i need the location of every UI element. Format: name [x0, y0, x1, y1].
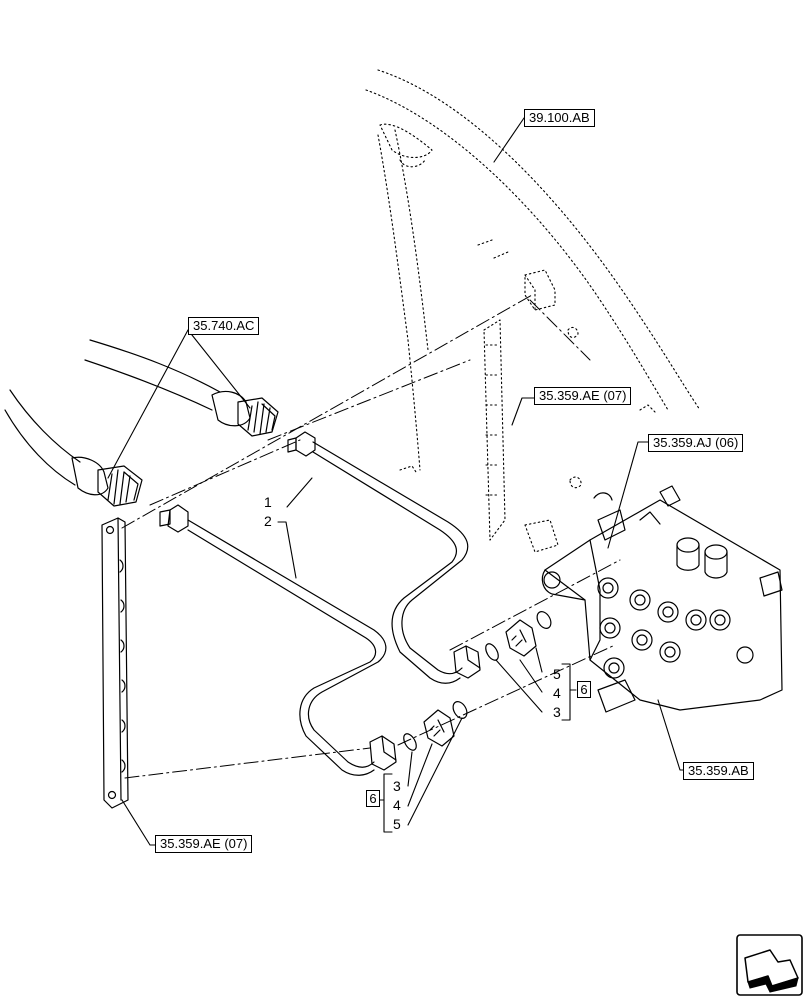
- ref-label-35-740-ac[interactable]: 35.740.AC: [188, 317, 260, 335]
- part-number-4-right: 4: [553, 685, 561, 701]
- leader-lines: [107, 117, 691, 846]
- next-page-arrow-icon[interactable]: [736, 934, 803, 996]
- ref-label-35-359-ab[interactable]: 35.359.AB: [683, 762, 754, 780]
- ref-label-35-359-ae-right[interactable]: 35.359.AE (07): [534, 387, 632, 405]
- cab-frame: [365, 69, 701, 489]
- control-valve: [541, 485, 783, 713]
- ref-label-35-359-aj[interactable]: 35.359.AJ (06): [648, 434, 744, 452]
- part-number-5-left: 5: [393, 816, 401, 832]
- right-bracket: [483, 319, 559, 553]
- part-number-5-right: 5: [553, 666, 561, 682]
- part-number-2: 2: [264, 513, 272, 529]
- ref-label-35-359-ae-left[interactable]: 35.359.AE (07): [155, 835, 253, 853]
- fitting-group-right: [485, 611, 552, 661]
- part-number-4-left: 4: [393, 797, 401, 813]
- part-number-3-right: 3: [553, 704, 561, 720]
- part-number-3-left: 3: [393, 778, 401, 794]
- kit-number-left: 6: [366, 790, 380, 807]
- ref-label-39-100-ab[interactable]: 39.100.AB: [524, 109, 595, 127]
- left-mounting-bar: [101, 517, 129, 809]
- tube-2: [159, 504, 397, 776]
- kit-brackets: [377, 663, 577, 833]
- kit-number-right: 6: [577, 681, 591, 698]
- part-number-1: 1: [264, 494, 272, 510]
- tube-1: [287, 431, 481, 684]
- hoses: [4, 339, 279, 507]
- center-lines: [121, 294, 621, 779]
- fitting-group-left: [403, 701, 468, 751]
